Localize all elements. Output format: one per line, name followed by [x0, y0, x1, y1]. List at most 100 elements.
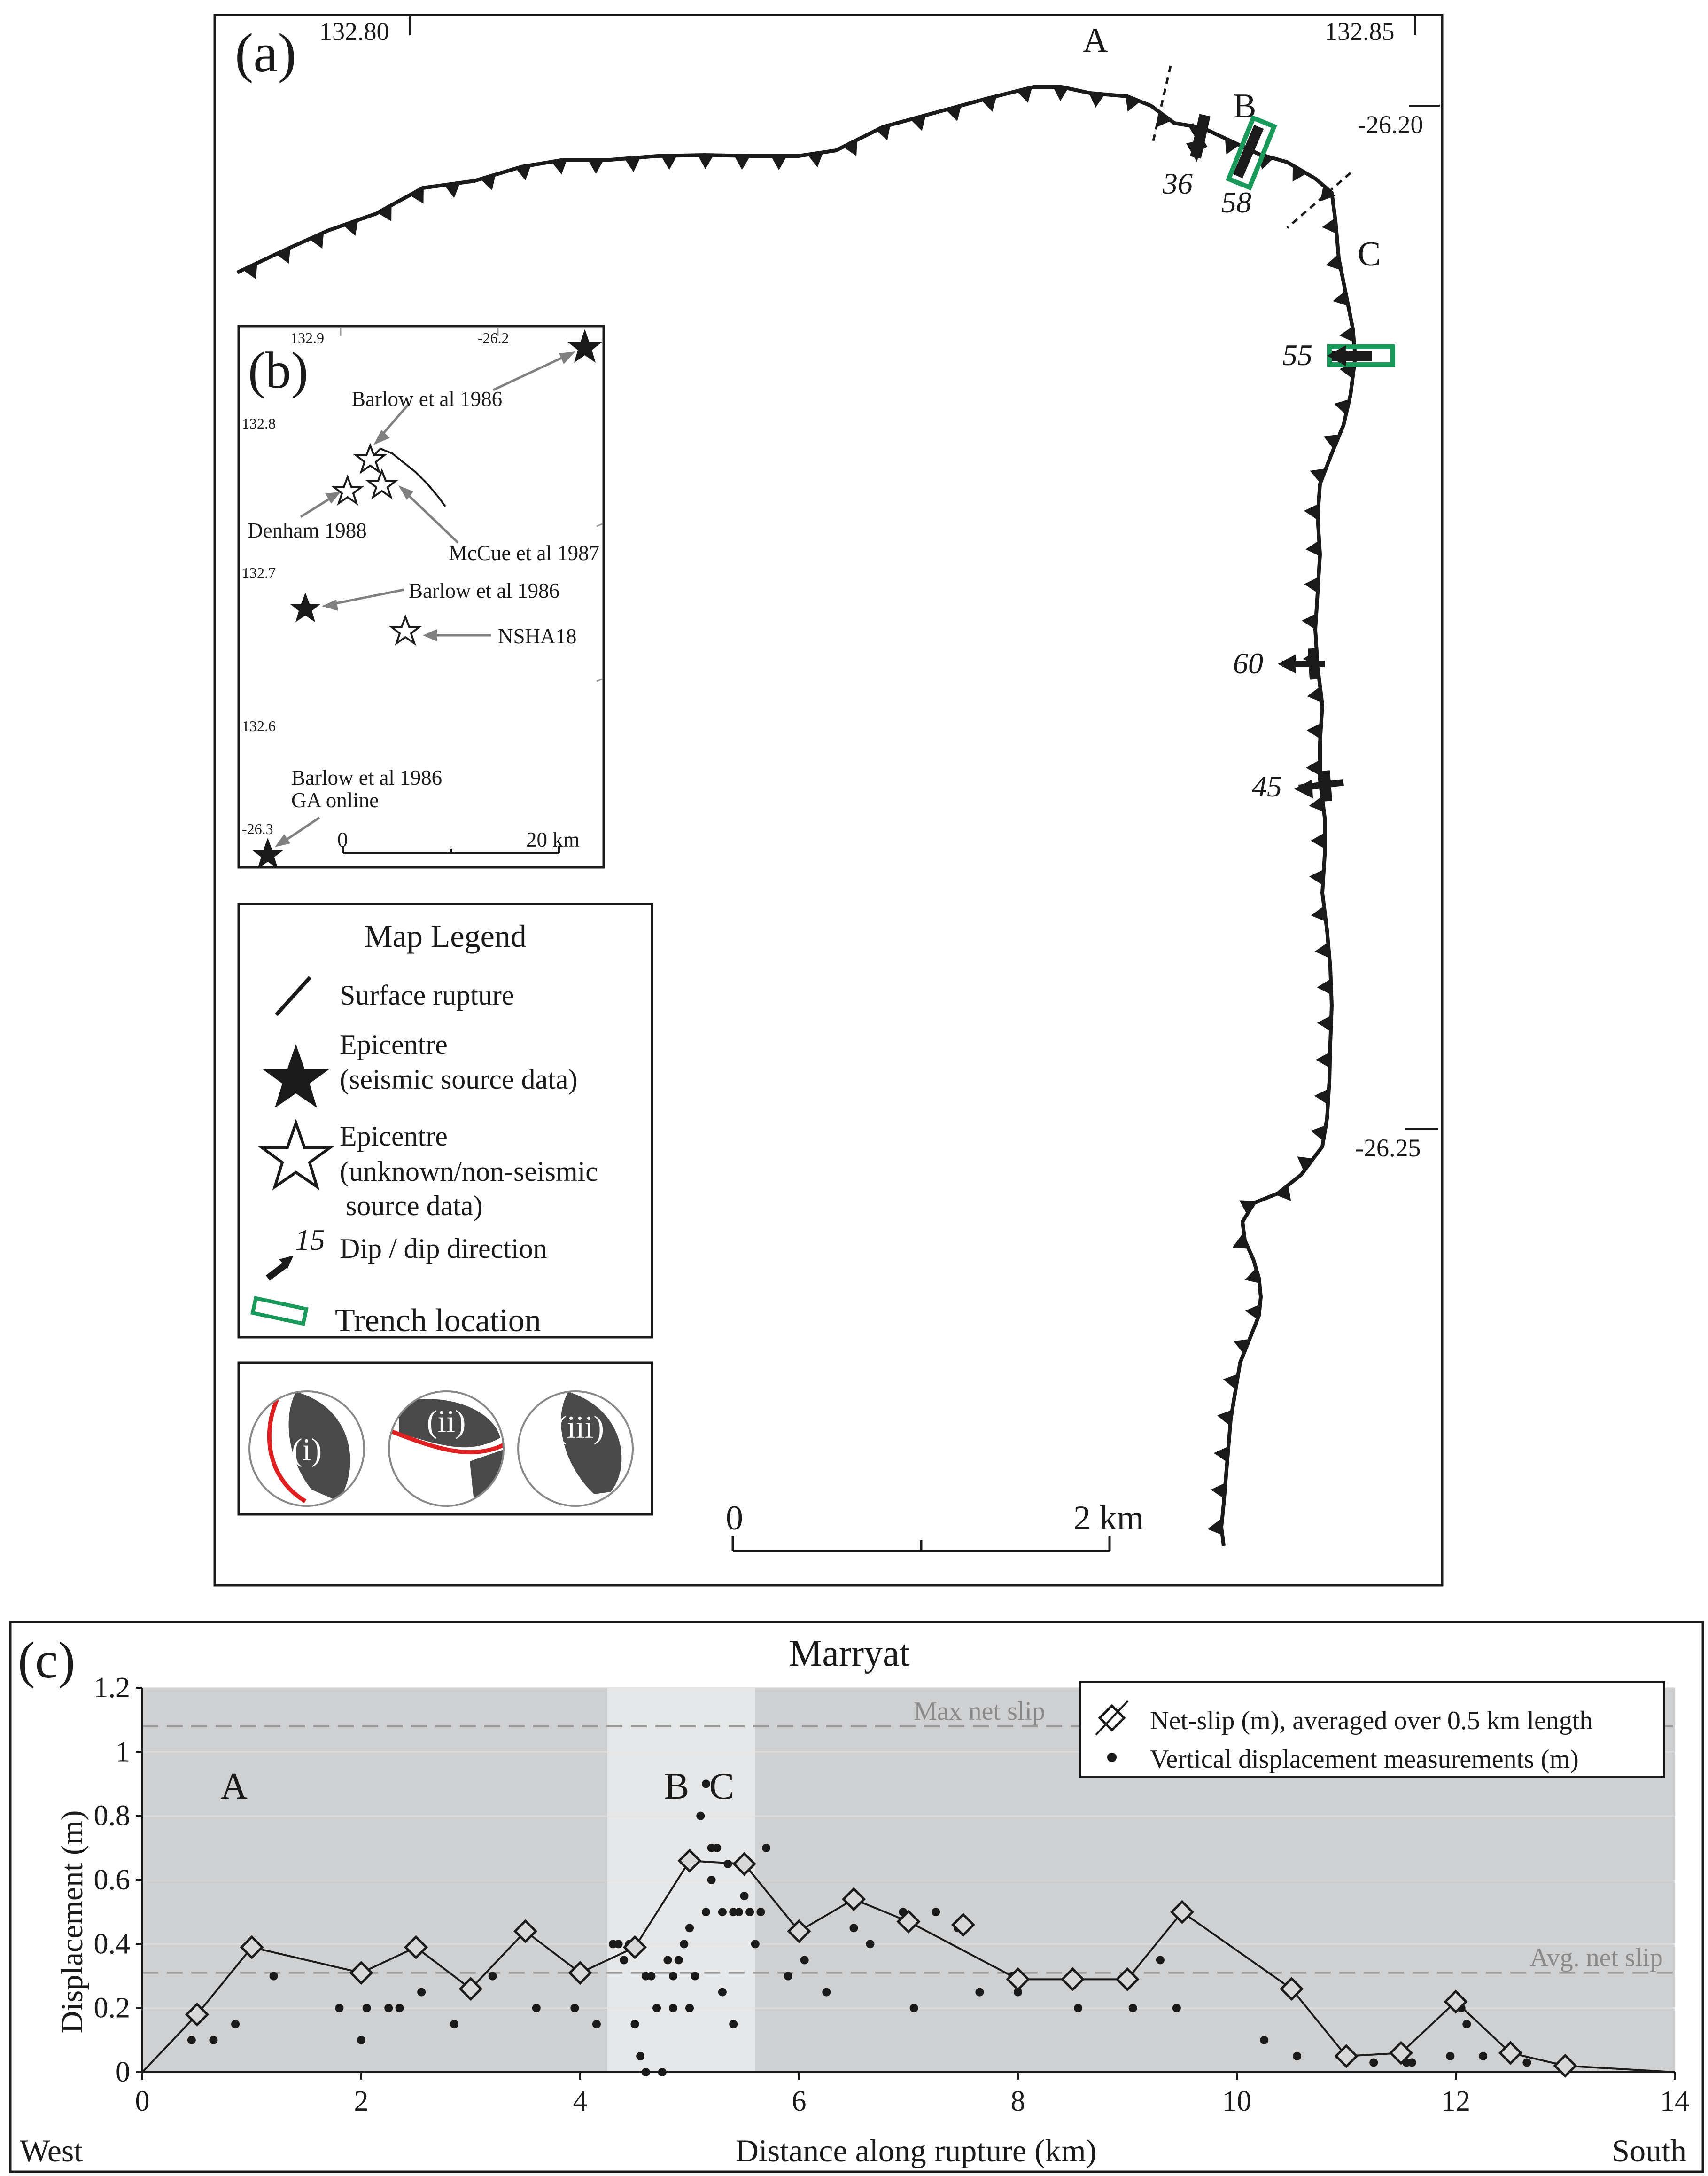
thrust-tooth	[1239, 1200, 1256, 1215]
net-slip-point	[185, 2002, 210, 2027]
x-tick-label: 4	[573, 2085, 588, 2117]
thrust-tooth	[807, 152, 823, 168]
net-slip-point	[1498, 2041, 1523, 2065]
mechanism-label-i: (i)	[292, 1432, 322, 1467]
vertical-displacement-point	[932, 1908, 940, 1917]
vertical-displacement-point	[975, 1988, 984, 1997]
thrust-tooth	[661, 156, 677, 170]
vertical-displacement-point	[723, 1859, 732, 1868]
thrust-tooth	[515, 165, 531, 180]
thrust-tooth	[1276, 1185, 1291, 1201]
thrust-tooth	[1306, 759, 1320, 776]
panel-b-inset: (b) 132.9 -26.2 132.8 132.7 132.6 -26.3	[237, 325, 605, 869]
vertical-displacement-point	[570, 2004, 579, 2012]
vertical-displacement-point	[362, 2004, 371, 2012]
panel-a-label: (a)	[235, 22, 296, 84]
net-slip-point	[1334, 2044, 1359, 2068]
vertical-displacement-point	[620, 1956, 629, 1965]
legend-unknown-2: source data)	[346, 1190, 483, 1221]
thrust-tooth	[1302, 613, 1317, 630]
thrust-tooth	[843, 140, 857, 156]
vertical-displacement-point	[357, 2036, 365, 2044]
thrust-tooth	[1245, 1304, 1260, 1320]
epicentre-star-seismic	[567, 329, 603, 363]
vertical-displacement-point	[335, 2004, 344, 2012]
y-tick-label: 0.6	[94, 1864, 131, 1896]
thrust-tooth	[1306, 723, 1321, 739]
thrust-tooth	[1217, 1410, 1233, 1426]
net-slip-point	[896, 1910, 921, 1934]
trench-location-b	[1226, 115, 1277, 191]
epicentre-star-seismic	[290, 593, 321, 622]
vertical-displacement-point	[745, 1908, 754, 1917]
vertical-displacement-point	[718, 1988, 727, 1997]
thrust-tooth	[1314, 942, 1330, 959]
annotation-barlow-middle: Barlow et al 1986	[409, 579, 559, 602]
focal-mechanism-i: (i)	[248, 1390, 365, 1507]
vertical-displacement-point	[762, 1843, 771, 1852]
vertical-displacement-point	[1462, 2020, 1471, 2028]
zone-label-c: C	[709, 1766, 734, 1807]
x-tick-label: 14	[1660, 2085, 1689, 2117]
thrust-tooth	[1316, 1052, 1330, 1068]
thrust-tooth	[1339, 326, 1354, 343]
dip-symbol-60	[1278, 648, 1325, 680]
inset-tick-132-8: 132.8	[242, 415, 276, 432]
annotation-barlow-bottom: Barlow et al 1986	[291, 766, 442, 789]
x-tick-label: 8	[1011, 2085, 1025, 2117]
net-slip-point	[1006, 1967, 1030, 1991]
thrust-tooth	[1304, 504, 1319, 520]
legend-epicentre-2: Epicentre	[340, 1121, 448, 1152]
y-tick-label: 0	[116, 2056, 130, 2088]
net-slip-point	[568, 1961, 592, 1985]
thrust-tooth	[1053, 86, 1069, 101]
vertical-displacement-point	[231, 2020, 240, 2028]
y-ticks: 00.20.40.60.811.2	[94, 1672, 142, 2088]
thrust-tooth	[377, 205, 392, 222]
reference-line-label: Max net slip	[914, 1697, 1045, 1726]
focal-mechanism-ii: (ii)	[388, 1390, 505, 1507]
vertical-displacement-point	[658, 2068, 667, 2076]
vertical-displacement-point	[740, 1892, 749, 1901]
vertical-displacement-point	[685, 1924, 694, 1933]
vertical-displacement-point	[674, 1956, 683, 1965]
vertical-displacement-point	[417, 1988, 426, 1997]
thrust-tooth	[1225, 138, 1240, 155]
thrust-tooth	[1326, 254, 1342, 271]
epicentre-star-open	[353, 443, 387, 475]
net-slip-point	[1444, 1989, 1468, 2014]
dip-label-36: 36	[1162, 167, 1193, 200]
vertical-displacement-point	[1479, 2051, 1488, 2060]
net-slip-point	[951, 1912, 976, 1937]
net-slip-point	[787, 1919, 811, 1943]
net-slip-point	[349, 1961, 373, 1985]
vertical-displacement-point	[707, 1876, 716, 1884]
y-tick-label: 1	[116, 1736, 130, 1768]
vertical-displacement-point	[663, 1956, 672, 1965]
vertical-displacement-point	[680, 1940, 689, 1949]
segment-label-a: A	[1083, 21, 1108, 60]
epicentre-star-open	[331, 474, 365, 506]
vertical-displacement-point	[647, 1972, 656, 1981]
map-legend: Map Legend Surface rupture Epicentre (se…	[237, 903, 653, 1339]
zone-label-a: A	[220, 1766, 248, 1807]
inset-tick-132-9: 132.9	[290, 329, 324, 346]
legend-frame	[237, 903, 653, 1339]
legend-seismic: (seismic source data)	[340, 1064, 577, 1095]
dip-symbol-58	[1233, 125, 1264, 179]
thrust-tooth	[1223, 1373, 1239, 1390]
thrust-tooth	[1233, 1339, 1250, 1354]
net-slip-point	[458, 1977, 483, 2001]
thrust-tooth	[734, 156, 751, 170]
x-tick-label: 12	[1441, 2085, 1470, 2117]
dip-symbol-45	[1294, 770, 1344, 802]
inset-scale-0: 0	[337, 828, 348, 851]
inset-arrows	[275, 351, 575, 847]
legend-dot-marker	[1107, 1753, 1117, 1762]
vertical-displacement-point	[630, 2020, 639, 2028]
vertical-displacement-point	[685, 2004, 694, 2012]
annotation-ga-online: GA online	[291, 788, 379, 812]
vertical-displacement-point	[488, 1972, 497, 1981]
